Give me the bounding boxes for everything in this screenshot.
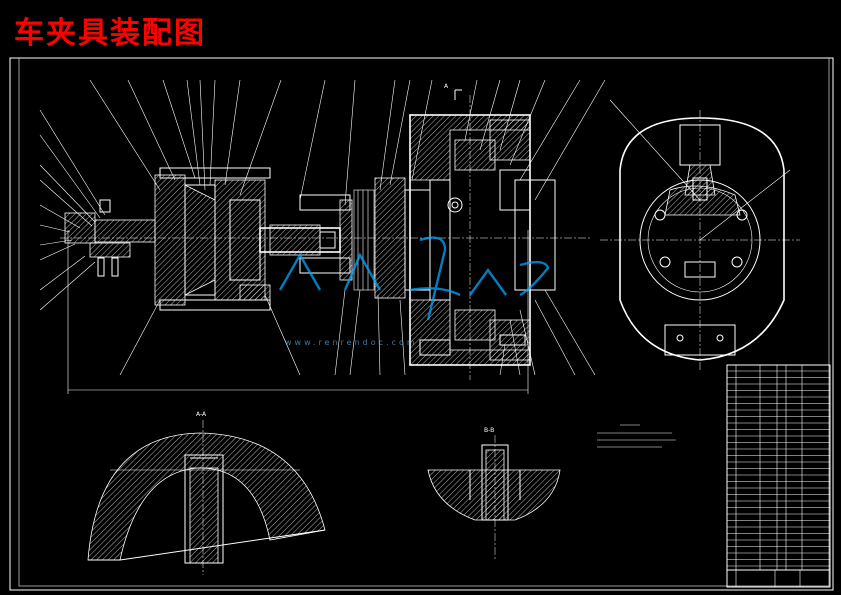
inner-border — [18, 57, 830, 587]
watermark-text: www.renrendoc.com — [285, 338, 418, 347]
section-aa-view: A-A — [87, 411, 326, 575]
section-aa-label: A-A — [196, 411, 207, 418]
section-a-marker: A — [444, 83, 449, 90]
section-bb-view: B-B — [427, 427, 561, 560]
drawing-title: 车夹具装配图 — [14, 16, 206, 51]
watermark-logo: www.renrendoc.com — [278, 236, 550, 347]
main-assembly-view: A — [39, 79, 606, 394]
parts-list-table — [726, 364, 831, 588]
end-view — [600, 99, 800, 370]
section-bb-label: B-B — [484, 427, 494, 434]
technical-notes — [597, 424, 676, 448]
